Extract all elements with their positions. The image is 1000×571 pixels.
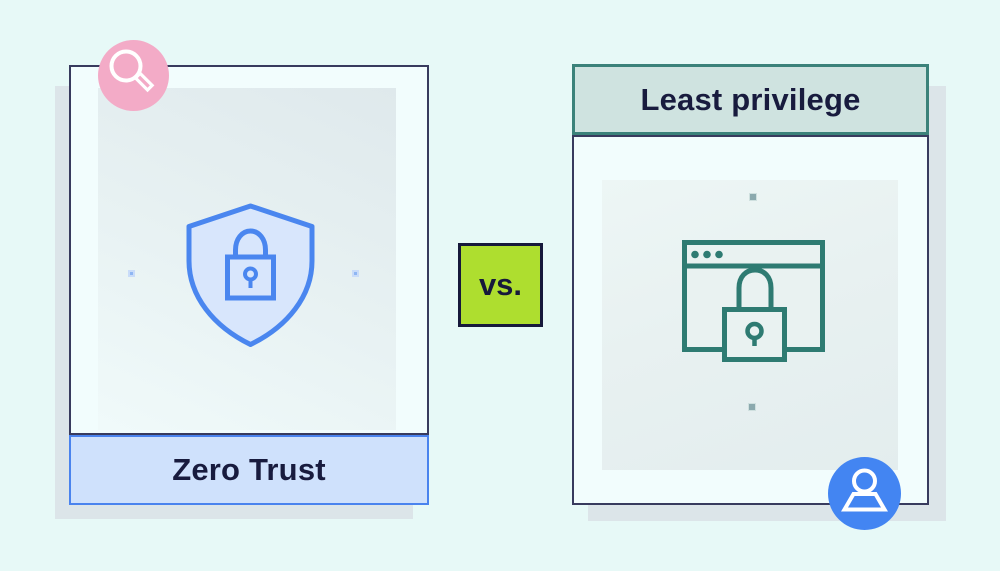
accent-square [128, 270, 135, 277]
least-privilege-header: Least privilege [572, 64, 929, 135]
least-privilege-label: Least privilege [640, 81, 861, 117]
zero-trust-card [69, 65, 429, 435]
accent-square [748, 403, 756, 411]
magnifier-badge [98, 40, 169, 111]
vs-label: vs. [478, 267, 523, 302]
shield-lock-icon [186, 203, 315, 347]
magnifier-icon [109, 49, 155, 93]
person-badge [828, 457, 901, 530]
zero-trust-label: Zero Trust [172, 452, 326, 487]
least-privilege-card [572, 135, 929, 505]
accent-square [749, 193, 757, 201]
vs-divider: vs. [458, 243, 543, 327]
browser-lock-icon [682, 240, 825, 362]
accent-square [352, 270, 359, 277]
zero-trust-banner: Zero Trust [69, 435, 429, 505]
person-icon [841, 468, 888, 512]
